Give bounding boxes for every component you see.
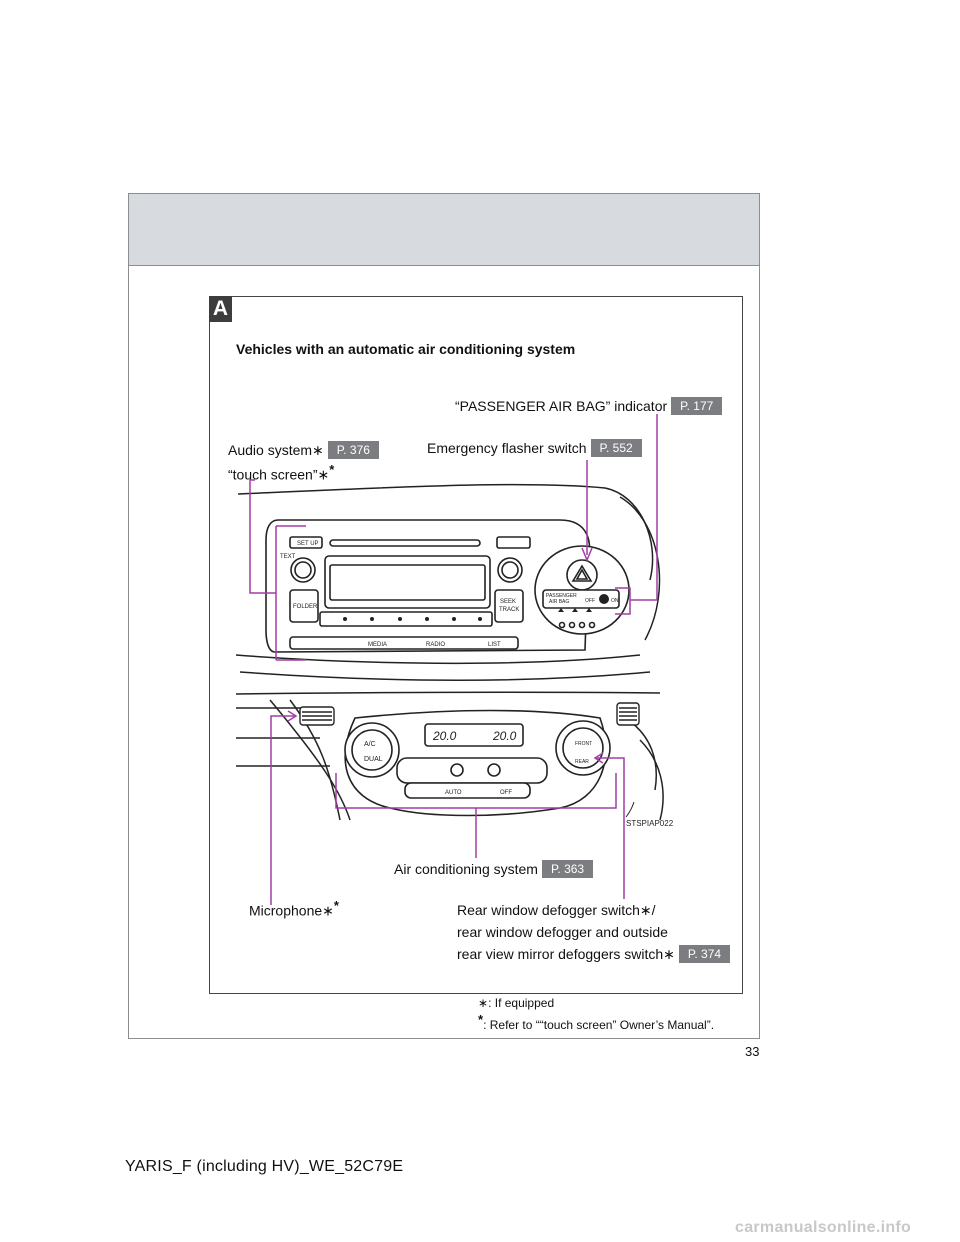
btn-setup: SET UP <box>297 541 319 547</box>
btn-track: TRACK <box>499 607 519 613</box>
btn-text: TEXT <box>280 554 296 560</box>
page-frame <box>128 193 760 1039</box>
callout-rear-defogger-slash: / <box>651 902 656 918</box>
superscript-marker: * <box>478 1012 484 1027</box>
airbag-label-on: ON <box>611 598 619 604</box>
btn-radio: RADIO <box>426 642 445 648</box>
callout-air-conditioning-text: Air conditioning system <box>394 861 538 877</box>
watermark: carmanualsonline.info <box>735 1219 912 1236</box>
asterisk-marker: ∗ <box>317 466 330 483</box>
document-footer: YARIS_F (including HV)_WE_52C79E <box>125 1158 404 1175</box>
btn-list: LIST <box>488 642 501 648</box>
callout-touch-screen: “touch screen”∗* <box>228 462 334 484</box>
asterisk-marker: ∗ <box>478 996 489 1010</box>
page-number: 33 <box>745 1044 760 1059</box>
asterisk-marker: ∗ <box>312 442 324 458</box>
ref-p177[interactable]: P. 177 <box>671 397 723 415</box>
btn-auto: AUTO <box>445 790 462 796</box>
ref-p374[interactable]: P. 374 <box>678 945 731 963</box>
btn-ac: A/C <box>364 741 376 748</box>
leader-audio <box>249 479 276 594</box>
airbag-label-line2: AIR BAG <box>549 599 569 605</box>
btn-media: MEDIA <box>368 642 387 648</box>
btn-folder: FOLDER <box>293 604 318 610</box>
footnote-touch-screen: *: Refer to ““touch screen” Owner’s Manu… <box>478 1012 714 1032</box>
airbag-label-off: OFF <box>585 598 595 604</box>
footnote-if-equipped: ∗: If equipped <box>478 996 554 1010</box>
btn-seek: SEEK <box>500 599 516 605</box>
footnote-if-equipped-text: : If equipped <box>488 996 555 1010</box>
vent-right <box>616 702 640 726</box>
superscript-marker: * <box>329 462 335 477</box>
ref-p376[interactable]: P. 376 <box>327 441 379 459</box>
callout-microphone: Microphone∗* <box>249 898 339 920</box>
asterisk-marker: ∗ <box>322 902 334 919</box>
btn-front: FRONT <box>575 741 592 747</box>
temp-right: 20.0 <box>492 729 517 743</box>
section-heading: Vehicles with an automatic air condition… <box>236 341 576 357</box>
callout-rear-defogger-line1: Rear window defogger switch∗/ <box>457 902 656 919</box>
btn-dual: DUAL <box>364 756 383 763</box>
asterisk-marker: ∗ <box>639 902 652 918</box>
climate-display <box>424 723 524 747</box>
superscript-marker: * <box>333 898 339 913</box>
section-badge: A <box>209 296 232 322</box>
callout-emergency-flasher-text: Emergency flasher switch <box>427 440 587 456</box>
header-band <box>129 194 759 266</box>
footnote-touch-screen-text: : Refer to ““touch screen” Owner’s Manua… <box>483 1018 715 1032</box>
btn-rear: REAR <box>575 759 589 765</box>
callout-microphone-text: Microphone <box>249 902 323 919</box>
ref-p552[interactable]: P. 552 <box>590 439 642 457</box>
leader-airbag <box>630 414 658 601</box>
temp-left: 20.0 <box>432 729 457 743</box>
callout-rear-defogger-line3: rear view mirror defoggers switch∗P. 374 <box>457 945 731 963</box>
callout-touch-screen-text: “touch screen” <box>228 466 318 483</box>
leader-defogger <box>595 757 625 899</box>
callout-audio-system-text: Audio system <box>228 442 313 458</box>
callout-audio-system: Audio system∗P. 376 <box>228 441 379 459</box>
callout-rear-defogger-line2: rear window defogger and outside <box>457 924 668 940</box>
ref-p363[interactable]: P. 363 <box>541 860 594 878</box>
dash-contour <box>237 483 606 495</box>
leader-microphone <box>270 715 296 905</box>
asterisk-marker: ∗ <box>663 946 675 962</box>
callout-passenger-airbag-text: “PASSENGER AIR BAG” indicator <box>455 398 668 414</box>
btn-off: OFF <box>500 790 512 796</box>
callout-rear-defogger-text1: Rear window defogger switch <box>457 902 640 918</box>
callout-rear-defogger-text3: rear view mirror defoggers switch <box>457 946 664 962</box>
illustration-code: STSPIAP022 <box>626 819 674 828</box>
illustration-panel <box>209 296 743 994</box>
airbag-label-line1: PASSENGER <box>546 593 577 599</box>
